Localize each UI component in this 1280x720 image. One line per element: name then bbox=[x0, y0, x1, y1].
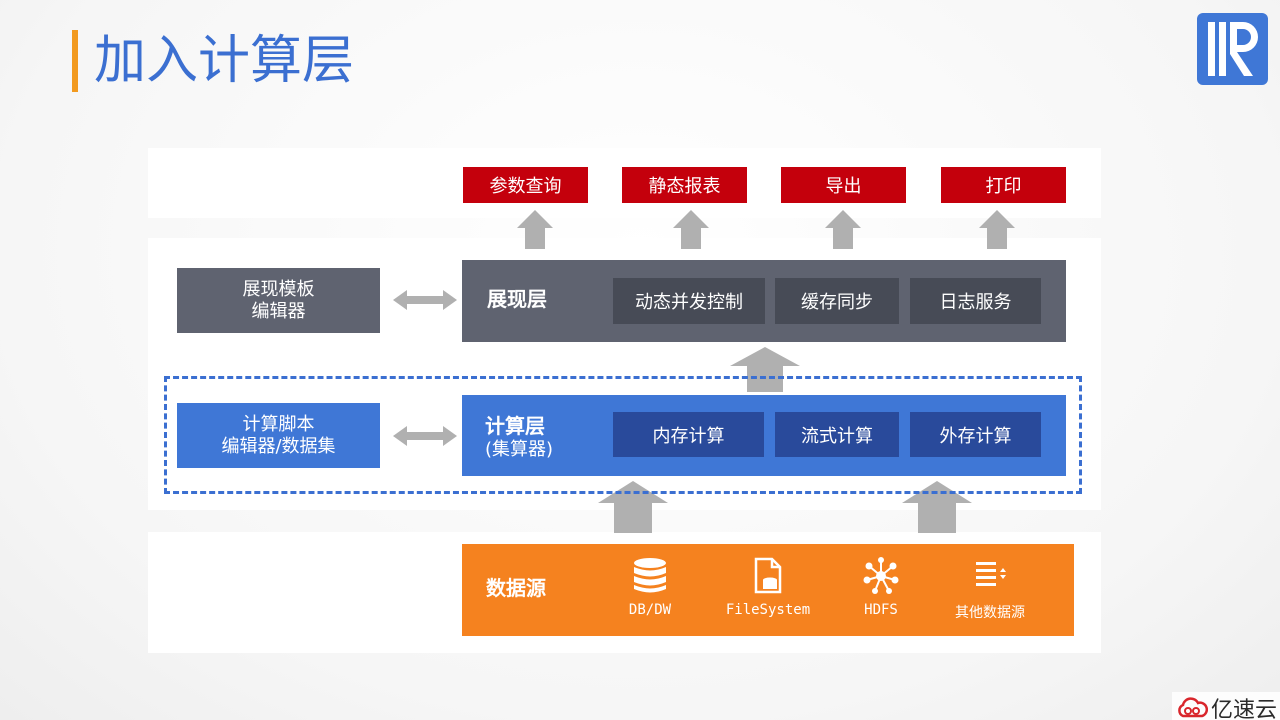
ds-item-db: DB/DW bbox=[590, 556, 710, 626]
pres-item-cache-sync: 缓存同步 bbox=[775, 278, 899, 324]
watermark-text: 亿速云 bbox=[1211, 698, 1278, 720]
template-editor-line-1: 展现模板 bbox=[242, 278, 315, 300]
output-print: 打印 bbox=[941, 167, 1066, 203]
compute-layer-title: 计算层 bbox=[485, 414, 545, 438]
ds-caption-db: DB/DW bbox=[628, 602, 672, 618]
ds-caption-other: 其他数据源 bbox=[955, 605, 1025, 621]
pres-item-concurrency: 动态并发控制 bbox=[613, 278, 765, 324]
double-arrow-script bbox=[393, 426, 457, 446]
arrow-up-output-2 bbox=[673, 210, 709, 249]
arrow-up-compute-to-presentation bbox=[730, 347, 800, 392]
brand-logo bbox=[1197, 13, 1268, 85]
pres-item-log-service: 日志服务 bbox=[910, 278, 1041, 324]
compute-item-stream: 流式计算 bbox=[775, 412, 899, 457]
arrow-up-output-1 bbox=[517, 210, 553, 249]
brand-logo-mark bbox=[1208, 22, 1258, 76]
ds-item-filesystem: FileSystem bbox=[708, 556, 828, 626]
arrow-up-datasource-right bbox=[902, 481, 972, 533]
arrow-up-output-3 bbox=[825, 210, 861, 249]
template-editor-line-2: 编辑器 bbox=[251, 300, 306, 322]
presentation-template-editor: 展现模板 编辑器 bbox=[177, 268, 380, 333]
ds-item-other: 其他数据源 bbox=[930, 556, 1050, 626]
list-icon bbox=[976, 562, 1006, 586]
script-editor-line-1: 计算脚本 bbox=[242, 413, 315, 435]
ds-caption-hdfs: HDFS bbox=[864, 602, 898, 618]
compute-layer-sublabel: (集算器) bbox=[485, 439, 554, 460]
arrow-up-datasource-left bbox=[598, 481, 668, 533]
compute-dashed-border bbox=[164, 376, 1082, 494]
compute-layer-label: 计算层 (集算器) bbox=[485, 414, 553, 462]
page-title: 加入计算层 bbox=[94, 31, 355, 91]
title-accent-bar bbox=[72, 30, 78, 92]
database-icon bbox=[634, 558, 666, 593]
compute-item-memory: 内存计算 bbox=[613, 412, 764, 457]
compute-item-external: 外存计算 bbox=[910, 412, 1041, 457]
output-export: 导出 bbox=[781, 167, 906, 203]
network-icon bbox=[863, 557, 899, 594]
arrow-up-output-4 bbox=[979, 210, 1015, 249]
datasource-label: 数据源 bbox=[486, 576, 546, 600]
file-icon bbox=[754, 557, 782, 594]
output-static-report: 静态报表 bbox=[622, 167, 747, 203]
ds-caption-filesystem: FileSystem bbox=[725, 602, 811, 618]
double-arrow-template bbox=[393, 290, 457, 310]
ds-item-hdfs: HDFS bbox=[821, 556, 941, 626]
output-param-query: 参数查询 bbox=[463, 167, 588, 203]
compute-script-editor: 计算脚本 编辑器/数据集 bbox=[177, 403, 380, 468]
script-editor-line-2: 编辑器/数据集 bbox=[221, 435, 336, 457]
presentation-layer-label: 展现层 bbox=[487, 287, 547, 311]
cloud-icon bbox=[1178, 697, 1208, 718]
